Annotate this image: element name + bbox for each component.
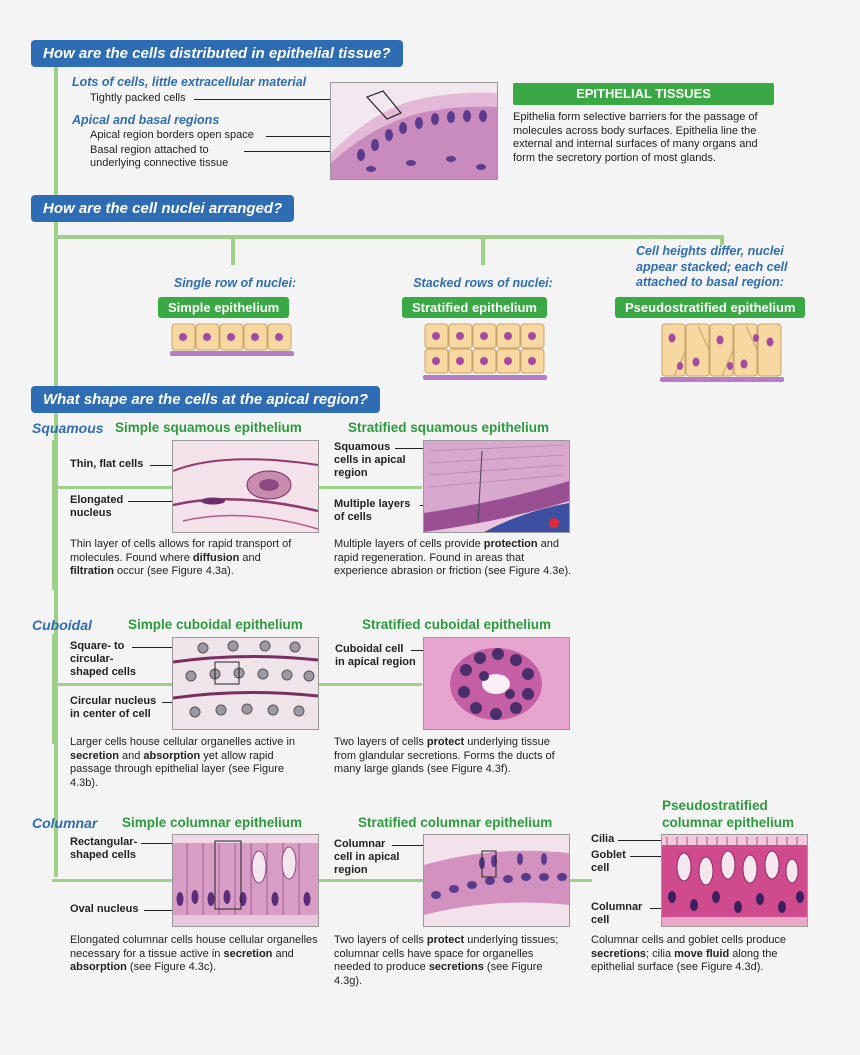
micrograph-stratified-squamous (423, 440, 570, 533)
square-cells-label-2: circular- (70, 653, 114, 665)
shape-columnar: Columnar (32, 815, 98, 831)
stratified-columnar-title: Stratified columnar epithelium (358, 815, 553, 830)
pseudostratified-epithelium-label: Pseudostratified epithelium (615, 297, 806, 318)
thin-flat-cells-label: Thin, flat cells (70, 458, 144, 470)
multiple-layers-label-2: of cells (334, 511, 372, 523)
apical-basal-heading: Apical and basal regions (72, 113, 220, 127)
circular-nucleus-label-1: Circular nucleus (70, 695, 157, 707)
nuclei-branch-pseudo (720, 235, 724, 245)
leader-goblet (630, 856, 676, 857)
nuclei-branch-simple (231, 235, 235, 265)
main-trunk (54, 62, 58, 877)
goblet-cell-label-1: Goblet (591, 849, 626, 861)
epithelial-tissues-title: EPITHELIAL TISSUES (513, 83, 774, 105)
simple-cuboidal-title: Simple cuboidal epithelium (128, 617, 303, 632)
tightly-packed-label: Tightly packed cells (90, 92, 186, 104)
question-distribution: How are the cells distributed in epithel… (31, 40, 403, 67)
micrograph-simple-cuboidal (172, 637, 319, 730)
apical-region-label: Apical region borders open space (90, 129, 254, 141)
cuboidal-apical-label-1: Cuboidal cell (335, 643, 404, 655)
squamous-apical-label-3: region (334, 467, 368, 479)
question-shape: What shape are the cells at the apical r… (31, 386, 381, 413)
basal-region-label-2: underlying connective tissue (90, 157, 229, 169)
simple-epithelium-diagram (170, 322, 294, 358)
stacked-rows-question: Stacked rows of nuclei: (413, 276, 553, 290)
elongated-nucleus-label-1: Elongated (70, 494, 124, 506)
pseudostratified-columnar-title-2: columnar epithelium (662, 815, 795, 830)
rectangular-cells-label-2: shaped cells (70, 849, 137, 861)
stratified-cuboidal-title: Stratified cuboidal epithelium (362, 617, 552, 632)
micrograph-overview (330, 82, 498, 180)
leader-oval-nucleus (144, 910, 184, 911)
nuclei-branch-h (54, 235, 724, 239)
simple-epithelium-label: Simple epithelium (158, 297, 290, 318)
simple-squamous-desc: Thin layer of cells allows for rapid tra… (70, 538, 292, 577)
cilia-label: Cilia (591, 833, 615, 845)
columnar-cell-label-2: cell (591, 914, 610, 926)
nuclei-branch-stratified (481, 235, 485, 265)
simple-columnar-desc: Elongated columnar cells house cellular … (70, 934, 318, 973)
shape-cuboidal: Cuboidal (32, 617, 92, 633)
goblet-cell-label-2: cell (591, 862, 610, 874)
leader-tightly (194, 99, 364, 100)
leader-squamous-apical (395, 448, 447, 449)
stratified-squamous-desc: Multiple layers of cells provide protect… (334, 538, 572, 577)
circular-nucleus-label-2: in center of cell (70, 708, 151, 720)
square-cells-label-1: Square- to (70, 640, 125, 652)
cuboidal-apical-label-2: in apical region (335, 656, 416, 668)
columnar-cell-label-1: Columnar (591, 901, 643, 913)
leader-cilia (618, 840, 682, 841)
micrograph-stratified-cuboidal (423, 637, 570, 730)
lots-of-cells-heading: Lots of cells, little extracellular mate… (72, 75, 307, 89)
epithelial-tissues-text: Epithelia form selective barriers for th… (513, 111, 758, 164)
question-nuclei: How are the cell nuclei arranged? (31, 195, 295, 222)
elongated-nucleus-label-2: nucleus (70, 507, 112, 519)
pseudo-question: Cell heights differ, nuclei appear stack… (636, 244, 788, 289)
pseudostratified-columnar-desc: Columnar cells and goblet cells produce … (591, 934, 787, 973)
stratified-columnar-desc: Two layers of cells protect underlying t… (334, 934, 559, 987)
micrograph-simple-columnar (172, 834, 319, 927)
simple-squamous-title: Simple squamous epithelium (115, 420, 302, 435)
stratified-epithelium-diagram (423, 322, 547, 382)
square-cells-label-3: shaped cells (70, 666, 137, 678)
columnar-h (52, 879, 592, 882)
basal-region-label-1: Basal region attached to (90, 144, 209, 156)
multiple-layers-label-1: Multiple layers (334, 498, 411, 510)
leader-apical (266, 136, 346, 137)
single-row-question: Single row of nuclei: (173, 276, 297, 290)
micrograph-stratified-columnar (423, 834, 570, 927)
pseudostratified-columnar-title-1: Pseudostratified (662, 798, 768, 813)
stratified-cuboidal-desc: Two layers of cells protect underlying t… (334, 736, 555, 775)
columnar-apical-label-2: cell in apical (334, 851, 400, 863)
squamous-trunk (52, 440, 56, 590)
rectangular-cells-label-1: Rectangular- (70, 836, 138, 848)
simple-cuboidal-desc: Larger cells house cellular organelles a… (70, 736, 296, 789)
shape-squamous: Squamous (32, 420, 104, 436)
squamous-apical-label-2: cells in apical (334, 454, 406, 466)
simple-columnar-title: Simple columnar epithelium (122, 815, 303, 830)
stratified-epithelium-label: Stratified epithelium (402, 297, 547, 318)
micrograph-simple-squamous (172, 440, 319, 533)
squamous-apical-label-1: Squamous (334, 441, 391, 453)
stratified-squamous-title: Stratified squamous epithelium (348, 420, 550, 435)
leader-elongated (128, 501, 208, 502)
leader-basal (244, 151, 354, 152)
columnar-apical-label-3: region (334, 864, 368, 876)
columnar-apical-label-1: Columnar (334, 838, 386, 850)
pseudostratified-diagram (660, 322, 784, 384)
oval-nucleus-label: Oval nucleus (70, 903, 139, 915)
micrograph-pseudostratified-columnar (661, 834, 808, 927)
cuboidal-trunk (52, 634, 56, 744)
